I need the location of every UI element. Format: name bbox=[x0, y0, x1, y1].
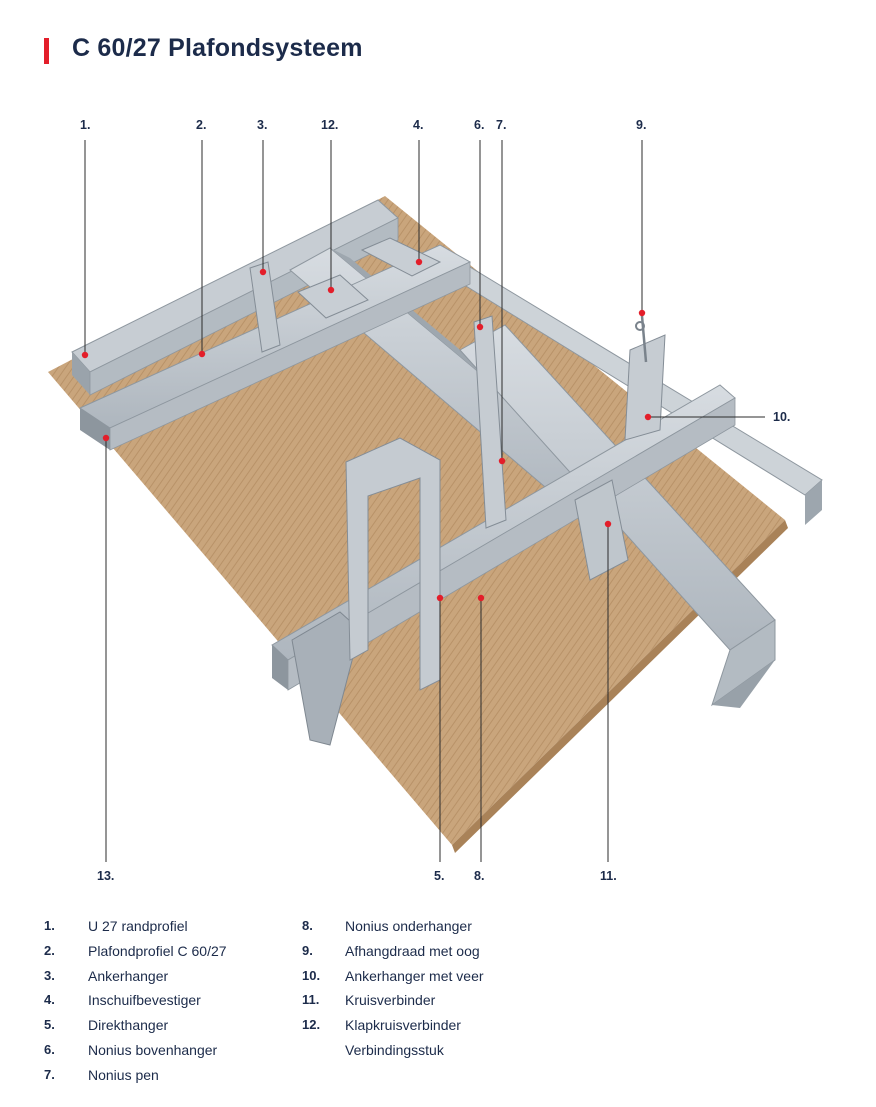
legend-item: 11.Kruisverbinder bbox=[302, 992, 436, 1009]
callout-5: 5. bbox=[434, 869, 444, 883]
callout-10: 10. bbox=[773, 410, 790, 424]
click-cross-connector bbox=[297, 274, 369, 319]
slide-in-fastener bbox=[360, 237, 442, 277]
legend-item: Verbindingsstuk bbox=[345, 1041, 444, 1058]
legend-item: 2.Plafondprofiel C 60/27 bbox=[44, 942, 227, 959]
anchor-hanger-with-spring bbox=[624, 334, 666, 441]
legend-item: 12.Klapkruisverbinder bbox=[302, 1017, 461, 1034]
callout-1: 1. bbox=[80, 118, 90, 132]
anchor-hanger bbox=[249, 261, 281, 353]
cross-c-profile-front bbox=[271, 384, 736, 746]
callout-2: 2. bbox=[196, 118, 206, 132]
nonius-upper-hanger bbox=[473, 315, 507, 529]
legend-item: 1.U 27 randprofiel bbox=[44, 918, 188, 934]
callout-6: 6. bbox=[474, 118, 484, 132]
legend-item: 8.Nonius onderhanger bbox=[302, 918, 472, 934]
ceiling-system-diagram: 1. 2. 3. 12. 4. 6. 7. 9. 10. 13. 5. 8. 1… bbox=[48, 118, 823, 883]
direct-hanger bbox=[345, 437, 441, 691]
legend-right-column: 8.Nonius onderhanger 9.Afhangdraad met o… bbox=[302, 914, 602, 1063]
cross-connector bbox=[574, 479, 629, 581]
legend-item: 9.Afhangdraad met oog bbox=[302, 942, 480, 959]
hanging-wire-with-eye bbox=[635, 315, 648, 363]
callout-12: 12. bbox=[321, 118, 338, 132]
legend-item: 6.Nonius bovenhanger bbox=[44, 1041, 218, 1058]
leader-lines bbox=[84, 140, 765, 862]
callout-11: 11. bbox=[600, 869, 617, 883]
legend-item: 5.Direkthanger bbox=[44, 1017, 169, 1034]
legend-item: 10.Ankerhanger met veer bbox=[302, 967, 484, 984]
legend-item: 4.Inschuifbevestiger bbox=[44, 992, 201, 1009]
legend-item: 7.Nonius pen bbox=[44, 1066, 159, 1083]
page-title: C 60/27 Plafondsysteem bbox=[72, 34, 363, 62]
legend-item: 3.Ankerhanger bbox=[44, 967, 169, 984]
callout-dots bbox=[81, 258, 652, 602]
callout-13: 13. bbox=[97, 869, 114, 883]
callout-7: 7. bbox=[496, 118, 506, 132]
callout-8: 8. bbox=[474, 869, 484, 883]
callout-3: 3. bbox=[257, 118, 267, 132]
callout-4: 4. bbox=[413, 118, 423, 132]
title-accent-bar bbox=[44, 38, 49, 64]
callout-9: 9. bbox=[636, 118, 646, 132]
legend-left-column: 1.U 27 randprofiel 2.Plafondprofiel C 60… bbox=[44, 914, 284, 1088]
